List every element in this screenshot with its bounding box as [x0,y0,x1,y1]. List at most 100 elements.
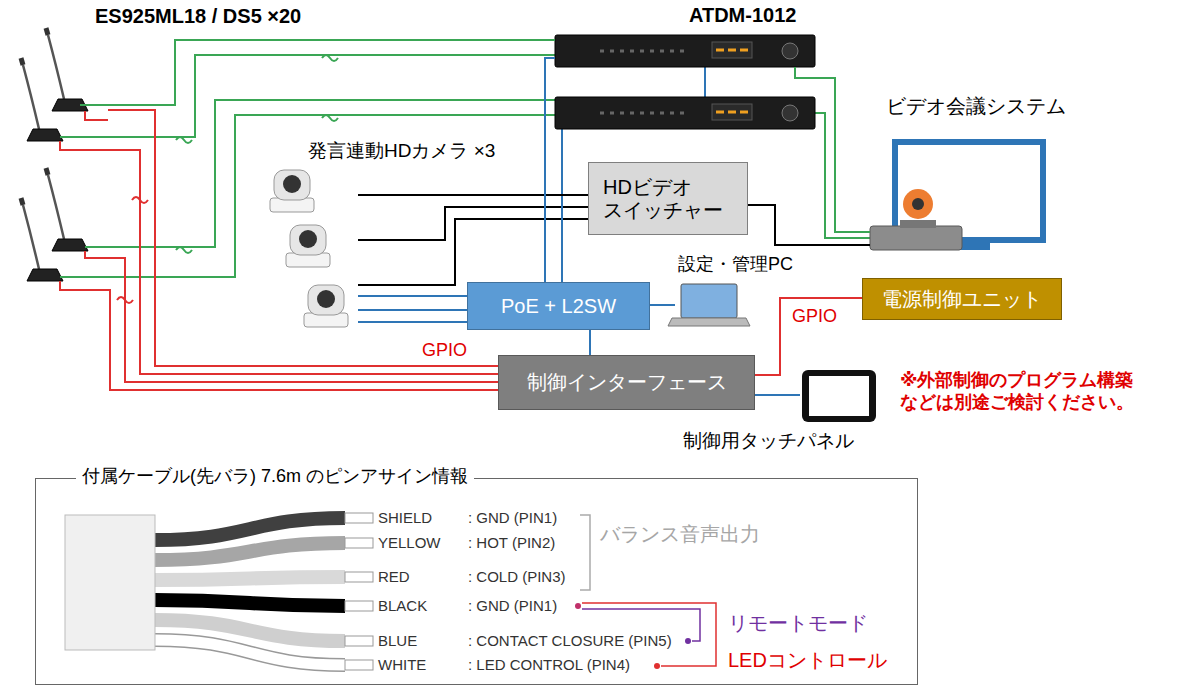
lan-wire [358,321,467,323]
gpio-wire [60,281,498,390]
ptz-camera [283,175,301,193]
lan-wire [704,67,706,97]
bracket [580,515,590,590]
gpio-wire [85,111,108,120]
pc: 設定・管理PC [675,282,743,327]
dsp-unit-body [716,50,748,112]
remote-mode-link [685,638,691,644]
cable-illustration [345,538,373,548]
node-heading: 制御用タッチパネル [683,430,854,452]
microphone-group: ES925ML18 / DS5 ×20 [8,30,108,295]
ptz-camera [308,285,344,315]
mic-neck [23,35,64,269]
connector [108,40,555,105]
video-conference-system [895,142,1043,240]
wire-name: YELLOW [378,534,441,552]
laptop [681,284,737,318]
connector [755,298,862,375]
node-heading: 付属ケーブル(先バラ) 7.6m のピンアサイン情報 [76,466,474,487]
cable-illustration [345,636,373,646]
cable-illustration [155,600,345,606]
ptz-camera [299,230,317,248]
cable-illustration [155,577,345,580]
laptop [668,318,750,326]
mic-base [52,239,88,251]
mic-head [46,168,48,175]
cable-illustration [345,660,373,670]
wire-name: RED [378,568,410,586]
dsp-unit-body [555,35,815,67]
power-control-unit: 電源制御ユニット [862,278,1062,320]
pin-assignment: : COLD (PIN3) [468,568,566,586]
pin-assignment: : CONTACT CLOSURE (PIN5) [468,632,672,650]
mic-head [21,198,23,205]
cable-illustration [65,513,373,670]
touch-panel: 制御用タッチパネル [800,368,878,424]
connector [545,58,555,282]
camera-group: 発言連動HDカメラ ×3 [268,160,358,332]
break-mark [117,297,133,303]
function-label: LEDコントロール [728,648,887,672]
node-heading: 発言連動HDカメラ ×3 [308,140,513,162]
connector [795,67,870,232]
dsp-unit-body [600,51,690,113]
touch-panel-device [802,370,876,422]
break-mark [176,137,192,143]
connector [589,330,591,355]
mic-base [27,129,63,141]
node-heading: 設定・管理PC [678,254,793,275]
control-interface: 制御インターフェース [498,355,755,410]
mic-head [21,58,23,65]
mic-base [27,269,63,281]
mic-neck [48,35,64,99]
video-conference: ビデオ会議システム [870,135,1050,255]
mic-neck [48,175,64,239]
node-heading: ビデオ会議システム [886,95,1066,118]
mic-head [46,28,48,35]
video-conference-system [912,198,924,210]
cable-illustration [155,518,345,665]
video-switcher: HDビデオ スイッチャー [588,162,748,235]
dsp-unit-body [555,97,815,129]
connector [358,194,588,196]
cable-illustration [345,601,373,611]
audio-wire [80,104,108,106]
wire-name: BLUE [378,632,417,650]
video-conference-system [870,142,1043,250]
wire-name: SHIELD [378,509,432,527]
lan-wire [561,129,563,282]
touch-panel-device [809,376,869,416]
mic-base [27,99,88,281]
connector-label: GPIO [420,340,469,361]
cable-illustration [155,543,345,560]
video-wire [358,219,588,285]
laptop [668,284,750,326]
node-heading: ATDM-1012 [689,4,796,27]
connector [748,205,870,245]
audio-wire [815,113,870,238]
dsp-unit-body [782,43,798,59]
video-wire [358,207,588,240]
pin-assignment: : LED CONTROL (PIN4) [468,656,630,674]
break-mark [117,55,338,303]
remote-mode-link [654,663,660,669]
cable-illustration [345,572,373,582]
dsp-unit-body [782,105,798,121]
dsp-unit: ATDM-1012 [555,35,815,67]
wire-name: BLACK [378,597,427,615]
wire-name: WHITE [378,656,426,674]
cable-illustration [155,640,345,665]
ptz-camera [270,170,348,327]
network-switch: PoE + L2SW [467,282,650,330]
box-label: HDビデオ スイッチャー [603,176,733,222]
box-label: 制御インターフェース [527,371,727,394]
microphone [21,28,88,281]
gpio-wire [85,251,498,382]
mic-neck [23,205,39,269]
dsp-unit-body [555,35,815,129]
break-mark [322,115,338,121]
cable-illustration [345,513,373,670]
video-conference-system [903,189,933,219]
node-heading: ES925ML18 / DS5 ×20 [95,5,301,28]
